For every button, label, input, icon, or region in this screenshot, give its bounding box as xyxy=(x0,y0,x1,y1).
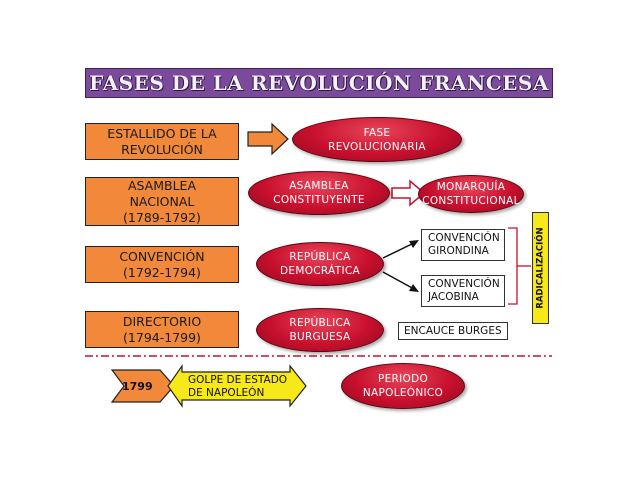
oval-republica-burguesa: REPÚBLICA BURGUESA xyxy=(256,308,384,352)
oval-asamblea-constituyente: ASAMBLEA CONSTITUYENTE xyxy=(248,171,390,215)
radicalizacion-bracket xyxy=(508,227,518,305)
arrow-line-to-girondina xyxy=(382,242,415,259)
year-arrow-shape xyxy=(110,369,175,403)
oval-periodo-napoleonico: PERIODO NAPOLEÓNICO xyxy=(341,363,465,409)
arrow-line-to-jacobina xyxy=(382,271,415,290)
arrowhead-girondina xyxy=(409,240,419,248)
white-right-arrow xyxy=(391,179,426,207)
box-convencion-jacobina: CONVENCIÓN JACOBINA xyxy=(421,275,505,307)
page-title: FASES DE LA REVOLUCIÓN FRANCESA xyxy=(85,68,553,98)
oval-monarquia-constitucional: MONARQUÍA CONSTITUCIONAL xyxy=(418,175,524,213)
phase-estallido: ESTALLIDO DE LA REVOLUCIÓN xyxy=(85,123,239,160)
radicalizacion-bar: RADICALIZACIÓN xyxy=(532,212,549,324)
phase-asamblea-nacional: ASAMBLEA NACIONAL (1789-1792) xyxy=(85,177,239,226)
box-encauce-burges: ENCAUCE BURGES xyxy=(398,322,508,340)
oval-republica-democratica: REPÚBLICA DEMOCRÁTICA xyxy=(256,242,384,286)
oval-fase-revolucionaria: FASE REVOLUCIONARIA xyxy=(292,117,462,162)
phase-convencion: CONVENCIÓN (1792-1794) xyxy=(85,246,239,283)
box-convencion-girondina: CONVENCIÓN GIRONDINA xyxy=(421,229,505,261)
year-label: 1799 xyxy=(122,380,153,393)
radicalizacion-label: RADICALIZACIÓN xyxy=(535,227,546,309)
yellow-double-arrow xyxy=(167,364,307,408)
phase-directorio: DIRECTORIO (1794-1799) xyxy=(85,311,239,348)
golpe-estado-label: GOLPE DE ESTADO DE NAPOLEÓN xyxy=(188,374,288,399)
orange-right-arrow xyxy=(247,122,289,156)
arrowhead-jacobina xyxy=(409,284,419,292)
